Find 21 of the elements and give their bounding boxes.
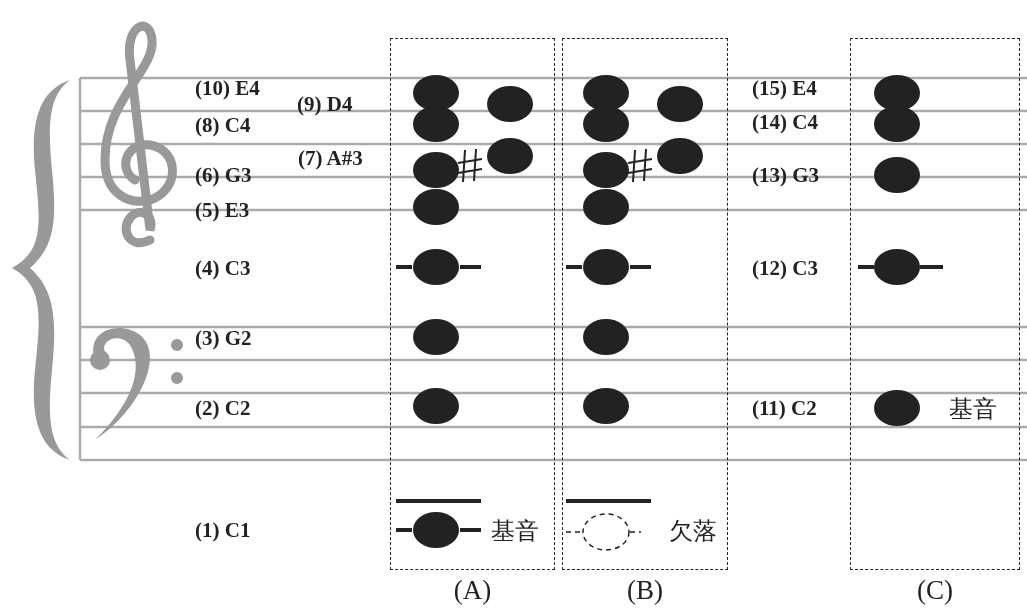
note-name-label: (12) C3 [752, 257, 818, 279]
note-name-label: (6) G3 [195, 164, 252, 186]
panel-caption: (B) [626, 575, 664, 605]
note-name-label: (4) C3 [195, 257, 251, 279]
note-name-label: (14) C4 [752, 111, 818, 133]
root-note-label: 基音 [491, 518, 539, 544]
note-name-label: (13) G3 [752, 164, 820, 186]
note-name-label: (10) E4 [195, 77, 260, 99]
note-name-label: (5) E3 [195, 199, 250, 221]
note-name-label: (8) C4 [195, 114, 251, 136]
panel-caption: (A) [452, 575, 493, 605]
note-name-label: (3) G2 [195, 327, 252, 349]
panel-caption: (C) [916, 575, 954, 605]
missing-note-label: 欠落 [669, 518, 717, 544]
note-name-label: (15) E4 [752, 77, 817, 99]
note-name-label: (2) C2 [195, 397, 251, 419]
note-name-label: (7) A#3 [298, 147, 363, 169]
note-name-label: (9) D4 [297, 93, 353, 115]
root-note-label: 基音 [949, 396, 997, 422]
note-name-label: (1) C1 [195, 519, 251, 541]
note-name-label: (11) C2 [752, 397, 817, 419]
